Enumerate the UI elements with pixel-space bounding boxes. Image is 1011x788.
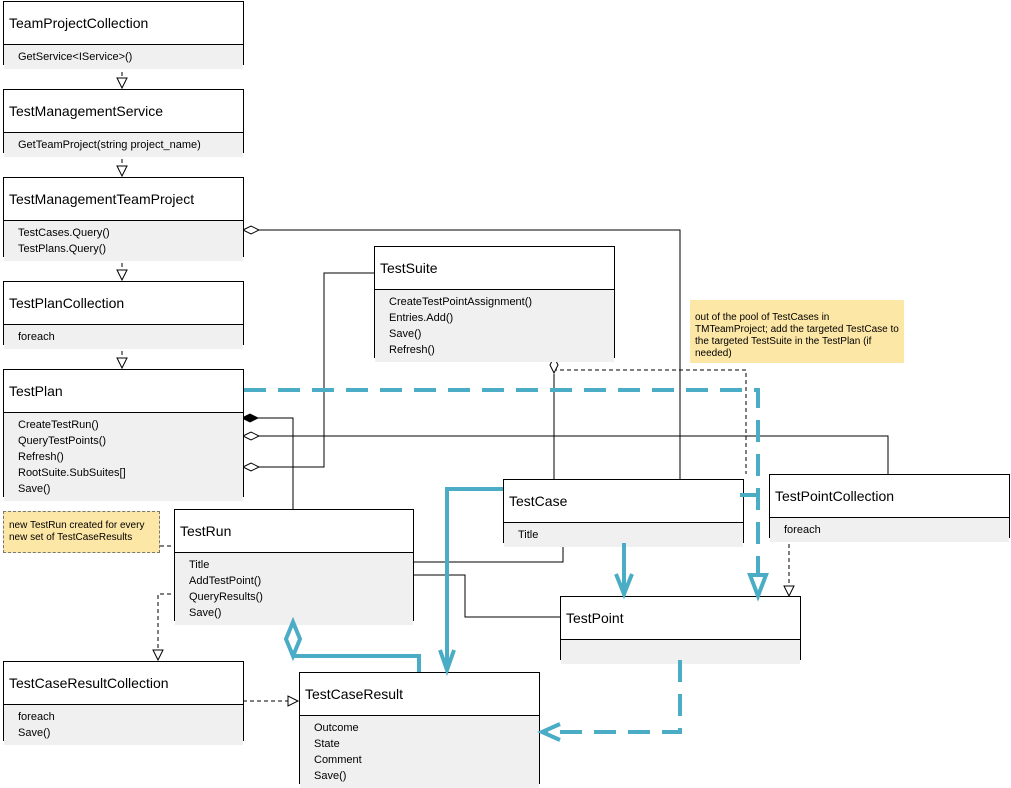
method: RootSuite.SubSuites[] bbox=[18, 467, 126, 479]
method: foreach bbox=[784, 524, 821, 536]
arrowhead-tms bbox=[116, 77, 128, 90]
connector-testrun-testpoint bbox=[413, 574, 561, 618]
class-name: TestPointCollection bbox=[770, 475, 1009, 518]
class-methods: GetTeamProject(string project_name) bbox=[4, 133, 243, 157]
class-test-run[interactable]: TestRun Title AddTestPoint() QueryResult… bbox=[174, 509, 414, 625]
highlight-testcase-result bbox=[445, 487, 503, 668]
class-name: TeamProjectCollection bbox=[4, 2, 243, 45]
note-text: out of the pool of TestCases in TMTeamPr… bbox=[695, 312, 899, 359]
aggregation-diamond-testplan-suite bbox=[241, 462, 261, 472]
class-test-case-result[interactable]: TestCaseResult Outcome State Comment Sav… bbox=[299, 672, 540, 788]
class-name: TestPlanCollection bbox=[4, 282, 243, 325]
note-test-run: new TestRun created for every new set of… bbox=[3, 511, 160, 553]
class-methods: Outcome State Comment Save() bbox=[300, 716, 539, 788]
arrowhead-resultcollection bbox=[152, 649, 164, 662]
method: Title bbox=[189, 559, 210, 571]
method: AddTestPoint() bbox=[189, 575, 262, 587]
connector-testplan-testrun bbox=[258, 417, 294, 509]
arrowhead-tmtp bbox=[116, 165, 128, 178]
class-test-management-team-project[interactable]: TestManagementTeamProject TestCases.Quer… bbox=[3, 177, 244, 261]
aggregation-diamond-tmtp bbox=[241, 225, 261, 235]
class-test-plan[interactable]: TestPlan CreateTestRun() QueryTestPoints… bbox=[3, 369, 244, 501]
class-test-point[interactable]: TestPoint bbox=[560, 596, 801, 664]
class-name: TestCaseResultCollection bbox=[4, 662, 243, 705]
connector-testplan-testpointcollection bbox=[259, 435, 889, 474]
highlight-testpoint-result bbox=[542, 660, 682, 734]
highlight-arrowhead-testpoint bbox=[747, 573, 769, 602]
class-test-point-collection[interactable]: TestPointCollection foreach bbox=[769, 474, 1010, 542]
highlight-testrun-result bbox=[293, 654, 421, 672]
class-test-case-result-collection[interactable]: TestCaseResultCollection foreach Save() bbox=[3, 661, 244, 745]
aggregation-diamond-testplan-tpc bbox=[241, 431, 261, 441]
method: Save() bbox=[18, 483, 51, 495]
class-name: TestPoint bbox=[561, 597, 800, 640]
class-methods: TestCases.Query() TestPlans.Query() bbox=[4, 221, 243, 261]
method: Comment bbox=[314, 754, 362, 766]
note-text: new TestRun created for every new set of… bbox=[9, 520, 145, 543]
class-name: TestSuite bbox=[375, 247, 614, 290]
class-team-project-collection[interactable]: TeamProjectCollection GetService<IServic… bbox=[3, 1, 244, 69]
connector-tmtp-testcase bbox=[259, 229, 681, 479]
arrowhead-testplan bbox=[116, 357, 128, 370]
class-name: TestManagementTeamProject bbox=[4, 178, 243, 221]
method: TestPlans.Query() bbox=[18, 243, 107, 255]
class-methods: foreach bbox=[4, 325, 243, 349]
highlight-arrowhead-result-right bbox=[537, 722, 561, 742]
method: Save() bbox=[18, 727, 51, 739]
method: Outcome bbox=[314, 722, 359, 734]
arrowhead-tplc bbox=[116, 269, 128, 282]
method: CreateTestPointAssignment() bbox=[389, 296, 533, 308]
method: QueryTestPoints() bbox=[18, 435, 107, 447]
method: Save() bbox=[189, 607, 222, 619]
highlight-diamond-testrun bbox=[283, 616, 303, 662]
class-test-suite[interactable]: TestSuite CreateTestPointAssignment() En… bbox=[374, 246, 615, 362]
method: foreach bbox=[18, 711, 55, 723]
method: Refresh() bbox=[18, 451, 64, 463]
class-name: TestPlan bbox=[4, 370, 243, 413]
class-test-case[interactable]: TestCase Title bbox=[503, 479, 744, 547]
class-methods: CreateTestPointAssignment() Entries.Add(… bbox=[375, 290, 614, 362]
method: Entries.Add() bbox=[389, 312, 454, 324]
composition-diamond-testplan-testrun bbox=[240, 413, 260, 423]
method: GetTeamProject(string project_name) bbox=[18, 139, 201, 151]
highlight-testplan-testpoint bbox=[244, 388, 760, 575]
highlight-arrowhead-testpoint-solid bbox=[614, 573, 634, 600]
highlight-arrowhead-result-left bbox=[438, 649, 456, 677]
class-name: TestRun bbox=[175, 510, 413, 553]
class-methods: CreateTestRun() QueryTestPoints() Refres… bbox=[4, 413, 243, 501]
class-name: TestCaseResult bbox=[300, 673, 539, 716]
method: GetService<IService>() bbox=[18, 51, 133, 63]
method: TestCases.Query() bbox=[18, 227, 110, 239]
method: Refresh() bbox=[389, 344, 435, 356]
method: Save() bbox=[314, 770, 347, 782]
arrowhead-testpoint-from-tpc bbox=[783, 585, 795, 598]
class-methods: Title AddTestPoint() QueryResults() Save… bbox=[175, 553, 413, 625]
class-test-plan-collection[interactable]: TestPlanCollection foreach bbox=[3, 281, 244, 349]
method: foreach bbox=[18, 331, 55, 343]
method: CreateTestRun() bbox=[18, 419, 99, 431]
method: QueryResults() bbox=[189, 591, 263, 603]
connector-testplan-testsuite bbox=[259, 272, 374, 468]
class-test-management-service[interactable]: TestManagementService GetTeamProject(str… bbox=[3, 89, 244, 157]
method: State bbox=[314, 738, 340, 750]
class-methods: foreach bbox=[770, 518, 1009, 542]
class-name: TestCase bbox=[504, 480, 743, 523]
class-name: TestManagementService bbox=[4, 90, 243, 133]
class-methods: foreach Save() bbox=[4, 705, 243, 745]
class-methods: GetService<IService>() bbox=[4, 45, 243, 69]
method: Title bbox=[518, 529, 539, 541]
dep-testsuite-testpointcollection bbox=[553, 369, 747, 474]
note-test-suite: out of the pool of TestCases in TMTeamPr… bbox=[690, 300, 904, 363]
arrowhead-result bbox=[287, 695, 300, 707]
method: Save() bbox=[389, 328, 422, 340]
